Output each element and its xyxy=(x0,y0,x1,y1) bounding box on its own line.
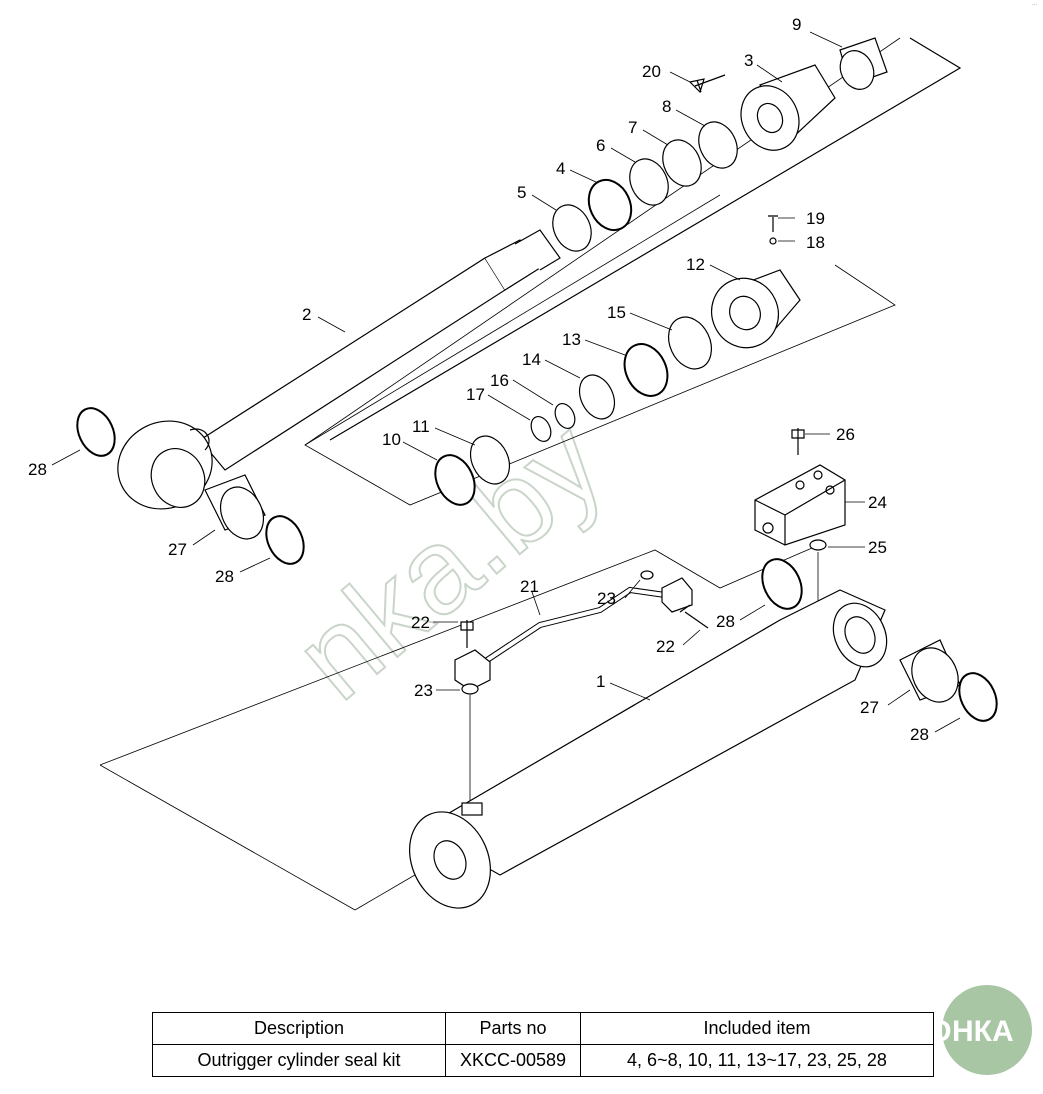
cell-included-item: 4, 6~8, 10, 11, 13~17, 23, 25, 28 xyxy=(580,1044,934,1077)
callout-19: 19 xyxy=(806,209,825,228)
bolt-22a xyxy=(460,620,474,648)
watermark: nka.by xyxy=(270,394,629,726)
callout-18: 18 xyxy=(806,233,825,252)
screw-19 xyxy=(768,215,778,232)
callout-7: 7 xyxy=(628,118,637,137)
oring-23a xyxy=(640,570,654,580)
callout-17: 17 xyxy=(466,385,485,404)
callout-28-d: 28 xyxy=(910,725,929,744)
callout-23-b: 23 xyxy=(414,681,433,700)
rod-assembly-frame xyxy=(329,37,962,441)
seal-8 xyxy=(698,121,738,169)
callout-8: 8 xyxy=(662,97,671,116)
corner-mark: ··· xyxy=(1032,2,1037,8)
piston-12 xyxy=(711,269,801,349)
callout-27-a: 27 xyxy=(168,540,187,559)
seal-17 xyxy=(530,416,552,442)
leader-lines xyxy=(51,31,961,733)
callout-4: 4 xyxy=(556,159,565,178)
seal-10 xyxy=(434,454,476,506)
ring-28-upper xyxy=(76,407,116,457)
valve-block-24 xyxy=(754,464,846,546)
callout-20: 20 xyxy=(642,62,661,81)
piston-group-frame xyxy=(304,194,896,506)
cylinder-tube-1 xyxy=(408,589,888,909)
pipe-21 xyxy=(454,577,693,691)
callout-22-a: 22 xyxy=(411,613,430,632)
ring-28-tube-lower xyxy=(958,672,998,722)
bushing-27-lower xyxy=(899,639,961,703)
header-included-item: Included item xyxy=(580,1012,934,1045)
callout-5: 5 xyxy=(517,183,526,202)
header-parts-no: Parts no xyxy=(445,1012,581,1045)
callout-24: 24 xyxy=(868,493,887,512)
callout-3: 3 xyxy=(744,51,753,70)
piston-rod xyxy=(117,229,561,510)
callout-23-a: 23 xyxy=(597,589,616,608)
logo-text-right: НКА xyxy=(952,1015,1014,1048)
callout-2: 2 xyxy=(302,305,311,324)
callout-1: 1 xyxy=(596,672,605,691)
callouts: 9 20 3 8 7 6 4 5 19 18 12 2 15 13 14 16 … xyxy=(28,15,929,744)
seal-15 xyxy=(667,316,713,370)
tube-frame-line-end xyxy=(354,871,421,911)
callout-14: 14 xyxy=(522,350,541,369)
bolt-22b xyxy=(679,604,709,629)
seal-14 xyxy=(578,374,616,420)
table-header-row: Description Parts no Included item xyxy=(152,1012,934,1045)
callout-13: 13 xyxy=(562,330,581,349)
bolt-26 xyxy=(791,428,805,455)
callout-16: 16 xyxy=(490,371,509,390)
callout-21: 21 xyxy=(520,577,539,596)
callout-26: 26 xyxy=(836,425,855,444)
callout-25: 25 xyxy=(868,538,887,557)
ring-28-lower-rod xyxy=(265,515,305,565)
bushing-27-upper xyxy=(204,474,266,540)
bolt-20 xyxy=(688,74,726,94)
callout-28-b: 28 xyxy=(215,567,234,586)
callout-6: 6 xyxy=(596,136,605,155)
callout-15: 15 xyxy=(607,303,626,322)
cell-description: Outrigger cylinder seal kit xyxy=(152,1044,446,1077)
header-description: Description xyxy=(152,1012,446,1045)
watermark-text: nka.by xyxy=(271,395,628,725)
oring-23b xyxy=(461,683,479,695)
ball-18 xyxy=(769,237,777,245)
table-row: Outrigger cylinder seal kit XKCC-00589 4… xyxy=(152,1044,934,1077)
callout-28-c: 28 xyxy=(716,612,735,631)
callout-28-a: 28 xyxy=(28,460,47,479)
seal-6 xyxy=(629,158,669,206)
seal-4 xyxy=(587,178,633,232)
seal-kit-table: Description Parts no Included item Outri… xyxy=(152,1012,934,1077)
callout-11: 11 xyxy=(412,417,430,436)
seal-7 xyxy=(662,139,702,187)
callout-27-b: 27 xyxy=(860,698,879,717)
callout-22-b: 22 xyxy=(656,637,675,656)
seal-11 xyxy=(469,435,511,485)
ring-28-tube-upper xyxy=(761,558,803,610)
seal-13 xyxy=(623,343,669,397)
callout-12: 12 xyxy=(686,255,705,274)
rod-cover xyxy=(740,64,836,151)
oring-25 xyxy=(809,539,827,551)
tube-frame-line-bottom xyxy=(99,764,356,911)
callout-9: 9 xyxy=(792,15,801,34)
cell-parts-no: XKCC-00589 xyxy=(445,1044,581,1077)
bushing-9 xyxy=(839,37,888,90)
seal-16 xyxy=(554,403,576,429)
seal-5 xyxy=(552,204,592,252)
callout-10: 10 xyxy=(382,430,401,449)
